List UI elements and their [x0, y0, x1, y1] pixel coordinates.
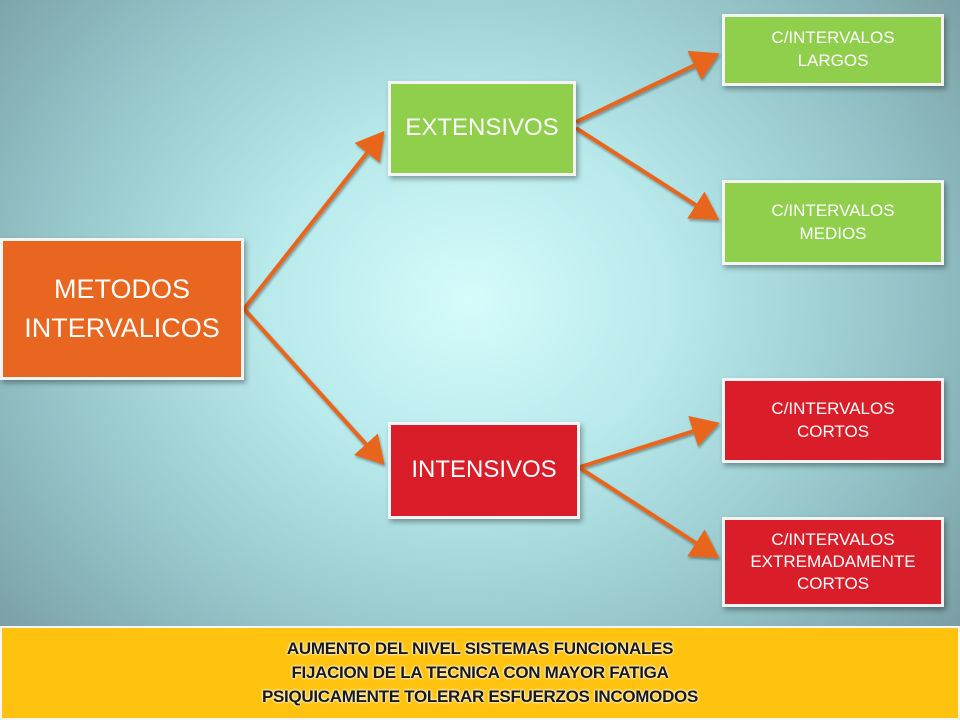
connector-root-extensivos: [242, 130, 385, 311]
node-metodos-intervalicos: METODOS INTERVALICOS: [0, 238, 244, 380]
footer-line-1: AUMENTO DEL NIVEL SISTEMAS FUNCIONALES: [286, 639, 674, 658]
node-intervalos-largos: C/INTERVALOS LARGOS: [722, 14, 944, 86]
footer-line-3: PSIQUICAMENTE TOLERAR ESFUERZOS INCOMODO…: [261, 687, 699, 706]
connector-root-intensivos: [242, 307, 385, 465]
connector-intensivos-extremadamente: [578, 466, 720, 559]
node-intervalos-medios: C/INTERVALOS MEDIOS: [722, 180, 944, 265]
connector-extensivos-largos: [575, 50, 720, 124]
connector-intensivos-cortos: [579, 415, 720, 469]
footer-summary-box: AUMENTO DEL NIVEL SISTEMAS FUNCIONALES F…: [0, 626, 960, 720]
node-intervalos-cortos: C/INTERVALOS CORTOS: [722, 378, 944, 463]
node-intervalos-extremadamente-cortos: C/INTERVALOS EXTREMADAMENTE CORTOS: [722, 517, 944, 607]
connector-extensivos-medios: [574, 126, 720, 221]
footer-line-2: FIJACION DE LA TECNICA CON MAYOR FATIGA: [291, 663, 669, 682]
node-intensivos: INTENSIVOS: [388, 422, 580, 519]
node-extensivos: EXTENSIVOS: [388, 81, 576, 176]
